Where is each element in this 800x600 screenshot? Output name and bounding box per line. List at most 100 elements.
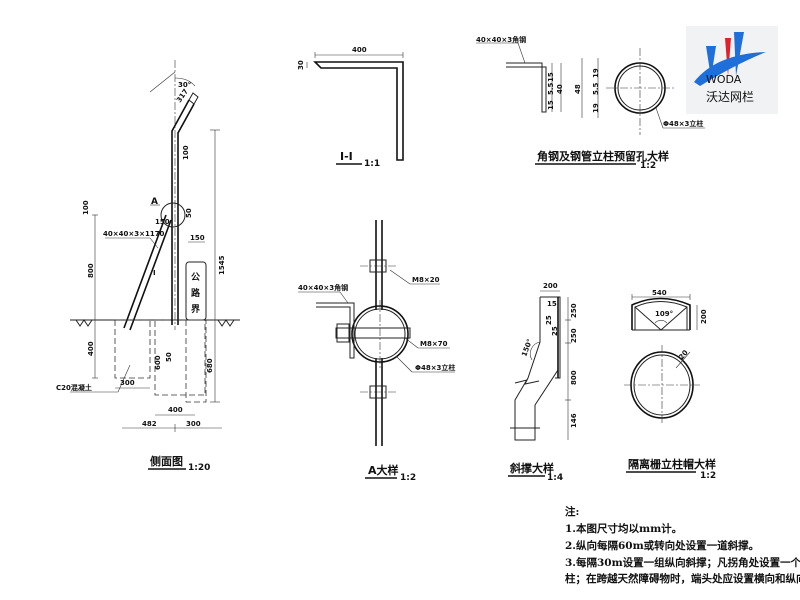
- logo-brand: WODA: [706, 73, 742, 86]
- dim-400: 400: [352, 46, 367, 54]
- dim-300-bottom: 300: [186, 420, 201, 428]
- angle-label: 40×40×3角钢: [476, 35, 526, 44]
- cap-detail: 540 109° 200 20 隔离栅立柱帽大样 1:2: [624, 289, 716, 481]
- bolt1-label: M8×20: [412, 276, 440, 284]
- leader-line: [675, 351, 691, 369]
- a-detail-scale: 1:2: [400, 473, 416, 483]
- section-dimension-lines: [306, 52, 404, 68]
- bolt-m8x70: [335, 327, 411, 339]
- side-view-title: 侧面图: [150, 454, 183, 468]
- dim-540: 540: [652, 289, 667, 297]
- marker-char-3: 界: [191, 304, 200, 315]
- cap-angle: 109°: [655, 310, 673, 318]
- dim-482: 482: [142, 420, 157, 428]
- logo-name: 沃达网栏: [706, 89, 754, 104]
- brace-detail-scale: 1:4: [547, 473, 563, 483]
- side-view: 317 30° 100 A 50 150 1545 100 40×40×3×11…: [56, 60, 240, 473]
- dim-48: 48: [574, 84, 582, 94]
- dim-800: 800: [570, 370, 578, 385]
- brace: [123, 214, 172, 331]
- bolt2-label: M8×70: [420, 340, 448, 348]
- dim-600: 600: [154, 355, 162, 370]
- angle-bracket: [316, 302, 355, 359]
- angle-hole-detail: 40×40×3角钢 15 5.5 15 40 48 19 5.5 19 Φ48×…: [476, 35, 705, 171]
- angle-dimension-lines: [551, 58, 599, 118]
- cap-detail-scale: 1:2: [700, 471, 716, 481]
- cap-dimension-lines: [631, 294, 698, 330]
- note-3-cont: 柱；在跨越天然障碍物时，端头处应设置横向和纵向斜撑；: [565, 573, 800, 585]
- brace-foundation: [114, 319, 151, 379]
- mesh-plate: [375, 220, 383, 446]
- dim-400: 400: [87, 341, 95, 356]
- brace-spec: 40×40×3×1170: [103, 230, 165, 238]
- a-detail-leader-lines: [298, 269, 455, 373]
- leader-line: [655, 107, 664, 129]
- dim-50: 50: [185, 208, 193, 218]
- detail-a-circle: [160, 202, 186, 228]
- dim-bend-angle: 30°: [178, 81, 191, 89]
- marker-char-1: 公: [191, 272, 200, 283]
- break-lines: [510, 379, 540, 429]
- post-foundation: [154, 319, 206, 396]
- brace-detail-title: 斜撑大样: [509, 461, 554, 475]
- dim-25b: 25: [551, 326, 559, 336]
- leader-line: [517, 42, 526, 64]
- dim-15a: 15: [547, 72, 555, 82]
- cap-detail-title: 隔离栅立柱帽大样: [628, 457, 716, 471]
- dim-20: 20: [677, 349, 689, 362]
- dim-25a: 25: [545, 315, 553, 325]
- dim-150-a: 150: [155, 218, 170, 226]
- dim-19b: 19: [592, 103, 600, 113]
- woda-logo: WODA 沃达网栏: [686, 26, 778, 114]
- note-1: 1.本图尺寸均以mm计。: [565, 523, 683, 535]
- section-i-i: 400 30 I-I 1:1: [297, 46, 404, 169]
- dim-100-top: 100: [182, 145, 190, 160]
- label-a: A: [151, 197, 158, 207]
- post-label: Φ48×3立柱: [663, 119, 703, 128]
- brace-dimension-lines: [530, 290, 571, 440]
- dim-150-marker: 150: [190, 234, 205, 242]
- post-label: Φ48×3立柱: [415, 363, 455, 372]
- concrete-label: C20混凝土: [56, 383, 92, 392]
- post: [171, 99, 195, 325]
- angle-detail-scale: 1:2: [640, 161, 656, 171]
- dim-5-5a: 5.5: [547, 82, 555, 95]
- dim-19a: 19: [592, 68, 600, 78]
- cap-section-inner: [632, 301, 690, 331]
- cap-section: [631, 297, 691, 330]
- dim-5-5b: 5.5: [592, 82, 600, 95]
- dim-400-bottom: 400: [168, 406, 183, 414]
- ground-hatch: [75, 319, 235, 327]
- side-view-scale: 1:20: [188, 463, 210, 473]
- bolt-nut: [336, 323, 350, 343]
- dim-200: 200: [700, 309, 708, 324]
- marker-char-2: 路: [191, 287, 201, 299]
- marker-foundation: [185, 319, 207, 403]
- dim-250b: 250: [570, 328, 578, 343]
- dim-15: 15: [547, 300, 557, 308]
- a-detail-title: A大样: [368, 463, 399, 477]
- note-3: 3.每隔30m设置一组纵向斜撑；凡拐角处设置一个横向斜撑: [565, 557, 800, 569]
- dim-1545: 1545: [218, 255, 226, 275]
- a-detail: M8×20 40×40×3角钢 M8×70 Φ48×3立柱 A大样 1:2: [298, 220, 455, 483]
- section-scale: 1:1: [364, 159, 380, 169]
- note-2: 2.纵向每隔60m或转向处设置一道斜撑。: [565, 540, 760, 552]
- dim-300-found: 300: [120, 379, 135, 387]
- dim-100-left: 100: [82, 200, 90, 215]
- angle-label: 40×40×3角钢: [298, 283, 348, 292]
- logo-mark-icon: WODA 沃达网栏: [694, 32, 766, 104]
- dim-50-low: 50: [165, 352, 173, 362]
- angle-detail-title: 角钢及钢管立柱预留孔大样: [537, 149, 669, 163]
- side-view-dimension-lines: [70, 71, 222, 432]
- dim-40: 40: [556, 84, 564, 94]
- dim-30: 30: [297, 60, 305, 70]
- notes-heading: 注:: [565, 506, 580, 518]
- angle-section: [313, 61, 404, 161]
- post-top: [188, 92, 199, 105]
- dim-680: 680: [206, 358, 214, 373]
- dim-250a: 250: [570, 303, 578, 318]
- dim-15b: 15: [547, 100, 555, 110]
- brace-detail: 200 15 25 25 250 250 150° 800 146 斜撑大样 1…: [508, 282, 578, 483]
- section-mark: I: [153, 269, 156, 277]
